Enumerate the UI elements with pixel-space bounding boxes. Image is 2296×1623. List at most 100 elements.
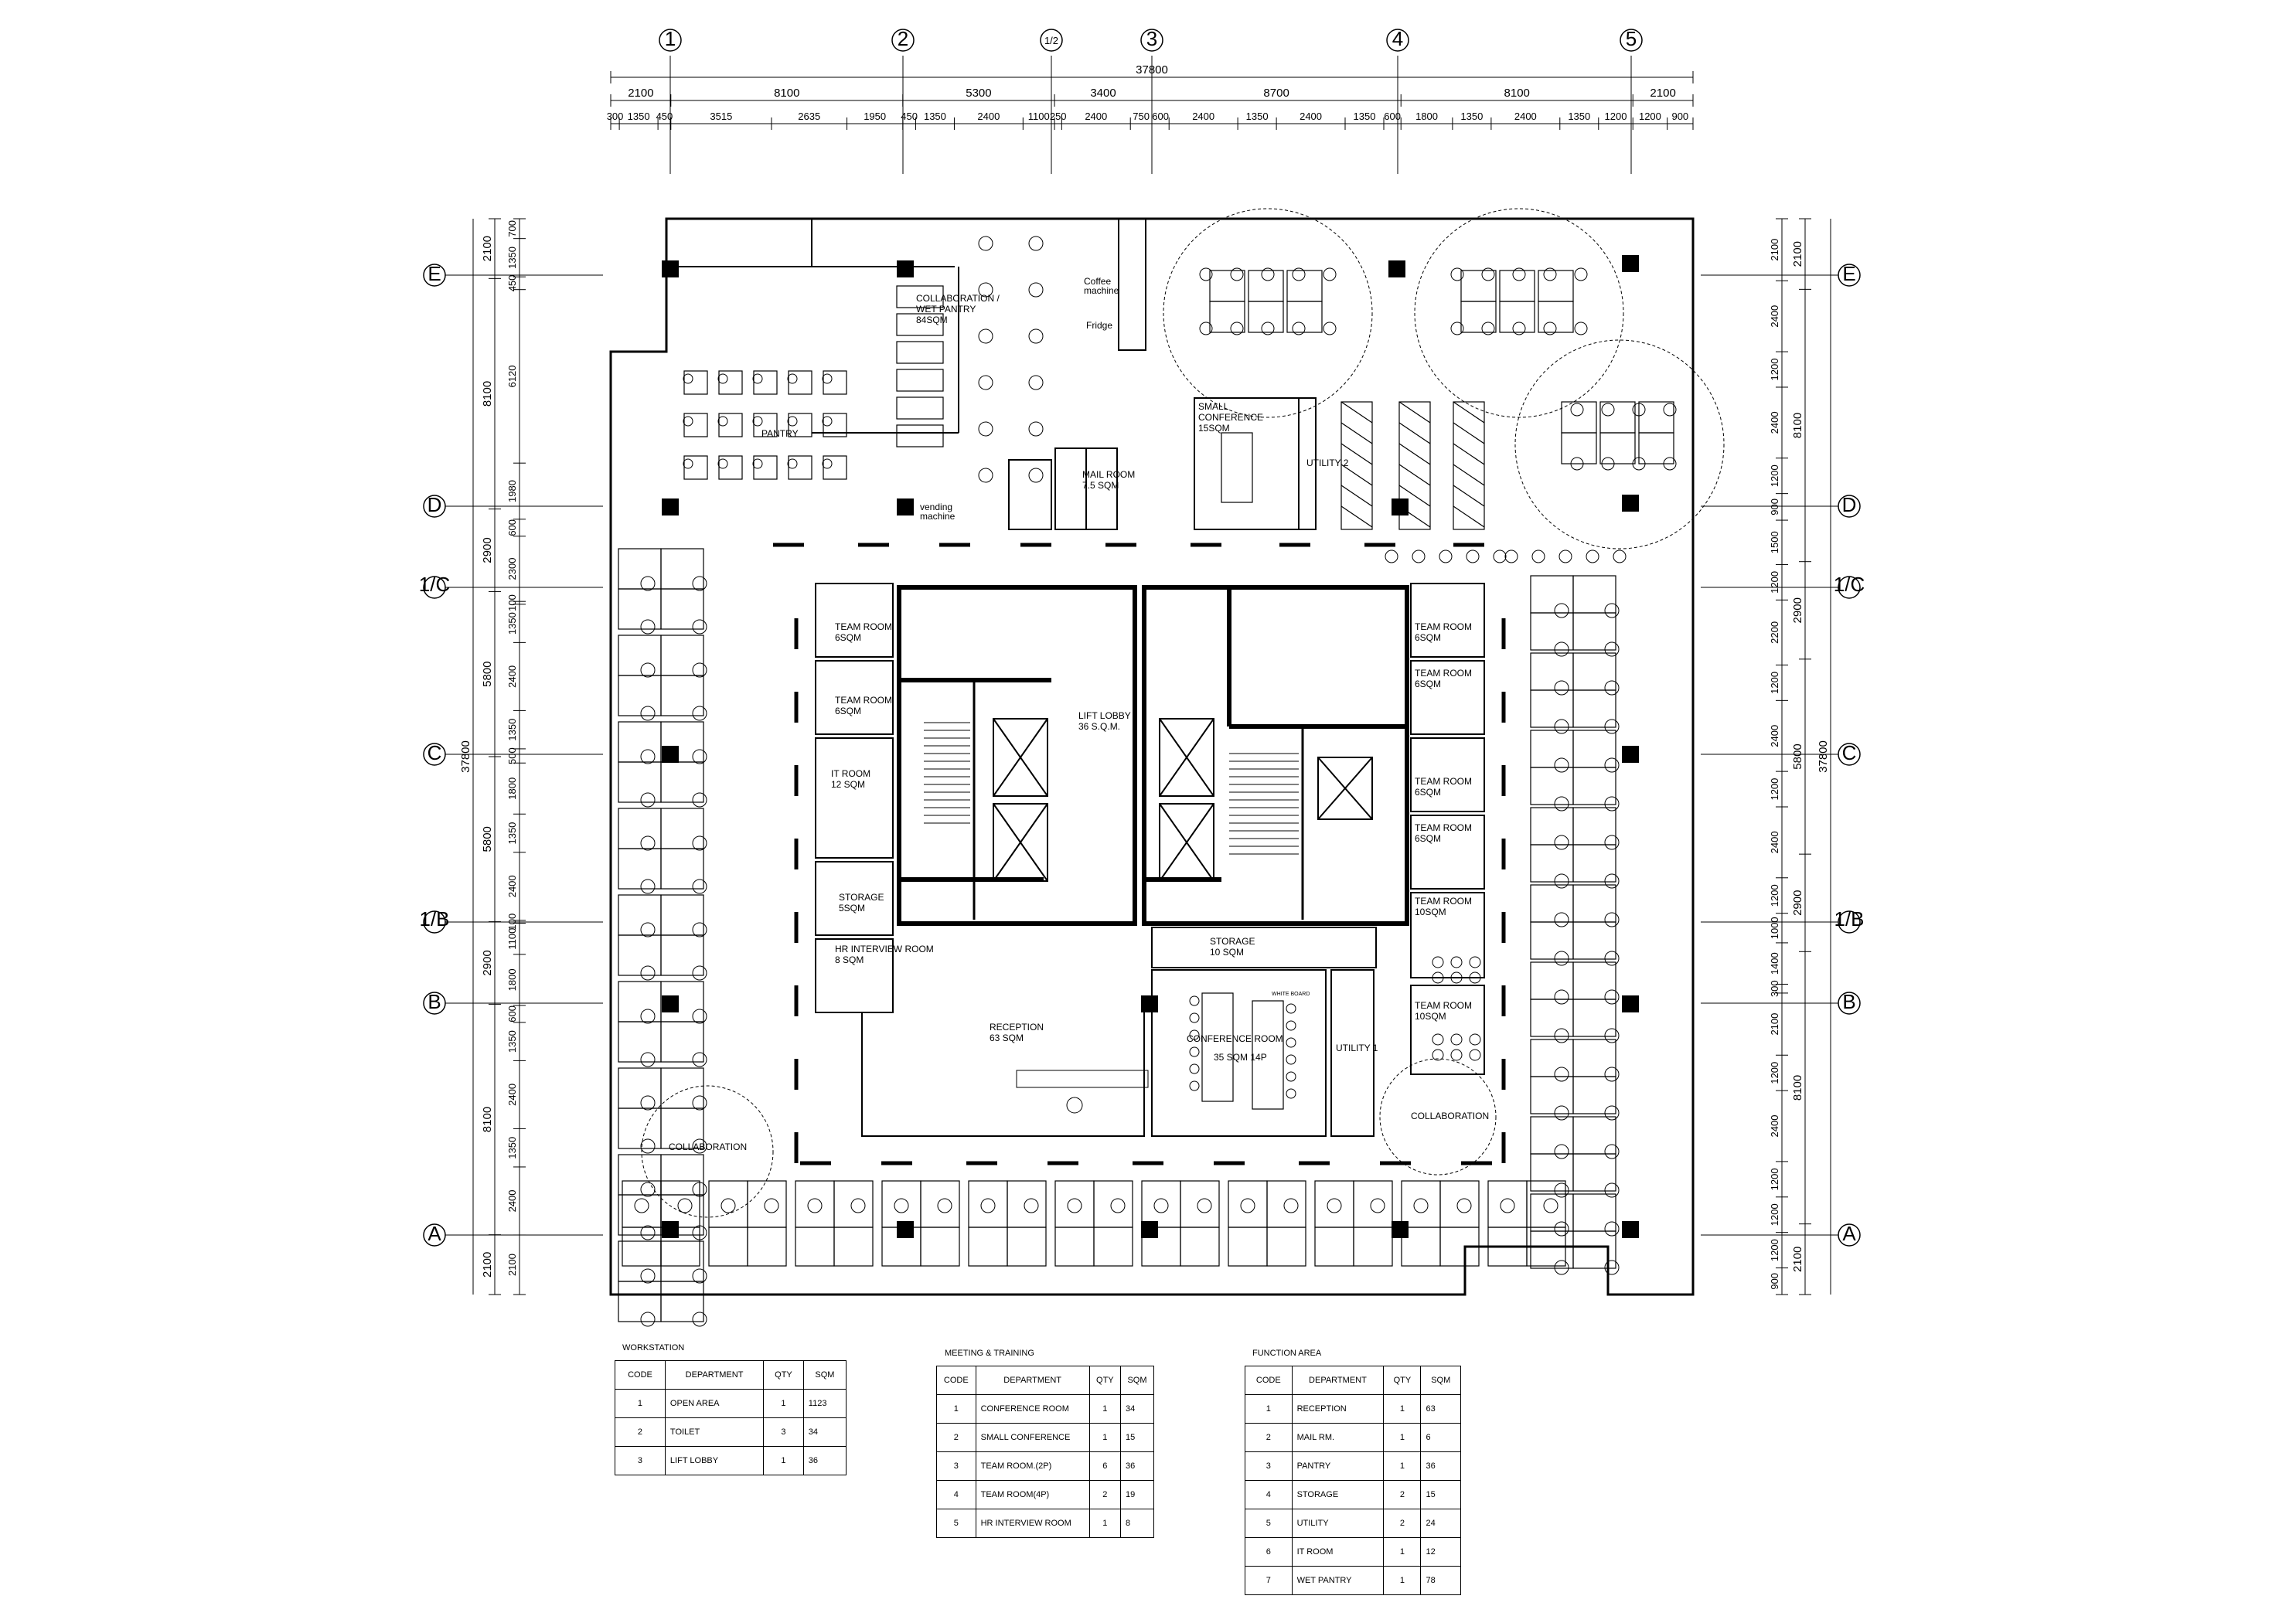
chair xyxy=(692,965,707,981)
chair xyxy=(1554,951,1569,966)
elevators xyxy=(993,718,1373,882)
dim-left-detail-text: 700 xyxy=(506,220,518,237)
chair xyxy=(1432,971,1444,984)
header-cell: QTY xyxy=(763,1360,804,1390)
chair xyxy=(752,458,763,469)
chair xyxy=(1604,680,1620,696)
rack-brace xyxy=(1340,485,1373,507)
desk xyxy=(660,1021,704,1063)
chair xyxy=(1432,956,1444,968)
table-cell: 6 xyxy=(1245,1537,1293,1567)
dim-top-detail-text: 1200 xyxy=(1639,111,1661,122)
chair xyxy=(850,1198,866,1213)
rack-brace xyxy=(1398,464,1431,486)
table-cell: 2 xyxy=(615,1417,666,1447)
chair xyxy=(1554,835,1569,850)
desk xyxy=(1572,1116,1616,1155)
table-cell: 3 xyxy=(936,1451,976,1481)
chair xyxy=(1028,468,1044,483)
pantry-table xyxy=(753,413,778,437)
desk xyxy=(747,1227,787,1267)
chair xyxy=(1067,1198,1082,1213)
chair xyxy=(1604,1067,1620,1082)
table-cell: 12 xyxy=(1420,1537,1461,1567)
rack-brace xyxy=(1398,401,1431,424)
dim-right-detail-text: 1200 xyxy=(1769,571,1780,594)
chair xyxy=(1481,267,1495,281)
dim-right-main-text: 2100 xyxy=(1791,241,1804,267)
chair xyxy=(1543,1198,1558,1213)
desk xyxy=(1054,1227,1095,1267)
rack-brace xyxy=(1398,422,1431,444)
table-cell: 6 xyxy=(1088,1451,1121,1481)
dim-right-detail-text: 2400 xyxy=(1769,1115,1780,1138)
dim-left-detail-text: 6120 xyxy=(506,365,518,387)
table-cell: 4 xyxy=(1245,1480,1293,1509)
desk xyxy=(708,1227,748,1267)
desk xyxy=(660,1281,704,1322)
desk xyxy=(1572,612,1616,651)
booth-bench xyxy=(896,396,944,420)
dim-right-detail-text: 1200 xyxy=(1769,672,1780,694)
team-room-4-label-1: TEAM ROOM xyxy=(1415,668,1472,679)
chair xyxy=(1230,267,1244,281)
chair xyxy=(1197,1198,1212,1213)
dim-top-detail-text: 2400 xyxy=(1514,111,1537,122)
chair xyxy=(1450,971,1463,984)
chair xyxy=(692,1095,707,1111)
chair xyxy=(1469,956,1481,968)
dim-left-detail-text: 1350 xyxy=(506,822,518,845)
utility2-label: UTILITY 2 xyxy=(1306,458,1349,468)
small-conference-table xyxy=(1221,432,1253,503)
desk xyxy=(1180,1180,1220,1228)
table-cell: SMALL CONFERENCE xyxy=(975,1423,1090,1452)
reception-label-1: RECEPTION xyxy=(990,1022,1044,1033)
meeting-training-table: CODE DEPARTMENT QTY SQM 1 CONFERENCE ROO… xyxy=(936,1366,1155,1538)
rack-brace xyxy=(1453,485,1485,507)
rack-brace xyxy=(1398,485,1431,507)
table-cell: 4 xyxy=(936,1480,976,1509)
desk xyxy=(1314,1180,1354,1228)
dim-left-detail-text: 2400 xyxy=(506,875,518,897)
desk xyxy=(1007,1180,1047,1228)
chair xyxy=(1663,457,1677,471)
pod-desk xyxy=(1248,270,1284,302)
chair xyxy=(1543,267,1557,281)
reception-desk xyxy=(1016,1070,1149,1088)
white-board-label: WHITE BOARD xyxy=(1272,992,1310,997)
table-cell: 1 xyxy=(1383,1423,1422,1452)
collab-pantry-label-2: WET PANTRY xyxy=(916,304,976,315)
dim-left-main-text: 8100 xyxy=(481,381,494,407)
chair xyxy=(640,619,656,635)
dim-right-detail-text: 1200 xyxy=(1769,1203,1780,1226)
chair xyxy=(1554,796,1569,812)
team-room-4-label-2: 6SQM xyxy=(1415,679,1441,689)
table-title-workstation: WORKSTATION xyxy=(622,1343,685,1352)
grid-bubble-label: B xyxy=(428,990,441,1013)
chair xyxy=(640,1052,656,1067)
chair xyxy=(640,576,656,591)
workstation-table: CODE DEPARTMENT QTY SQM 1 OPEN AREA 1 11… xyxy=(615,1360,847,1475)
dim-top-detail-text: 900 xyxy=(1671,111,1688,122)
desk xyxy=(618,1194,662,1236)
table-row: 1 RECEPTION 1 63 xyxy=(1245,1394,1461,1424)
dim-top-detail-text: 1350 xyxy=(1568,111,1590,122)
dim-right-detail-text: 1200 xyxy=(1769,1062,1780,1084)
booth-bench xyxy=(896,341,944,364)
dim-top-main-text: 8700 xyxy=(1263,87,1289,100)
dim-left-detail-text: 2400 xyxy=(506,1084,518,1106)
table-cell: 36 xyxy=(1420,1451,1461,1481)
chair xyxy=(692,1268,707,1284)
booth-bench xyxy=(896,313,944,336)
rack-brace xyxy=(1398,505,1431,528)
chair xyxy=(1469,1049,1481,1061)
table-row: 7 WET PANTRY 1 78 xyxy=(1245,1566,1461,1595)
dim-right-detail-text: 300 xyxy=(1769,980,1780,997)
pantry-table xyxy=(823,413,847,437)
table-cell: TOILET xyxy=(664,1417,765,1447)
pod-desk xyxy=(1561,432,1597,464)
desk xyxy=(660,548,704,590)
header-cell: SQM xyxy=(1119,1366,1155,1395)
grid-bubble-label: C xyxy=(428,741,442,764)
desk xyxy=(1530,652,1574,691)
